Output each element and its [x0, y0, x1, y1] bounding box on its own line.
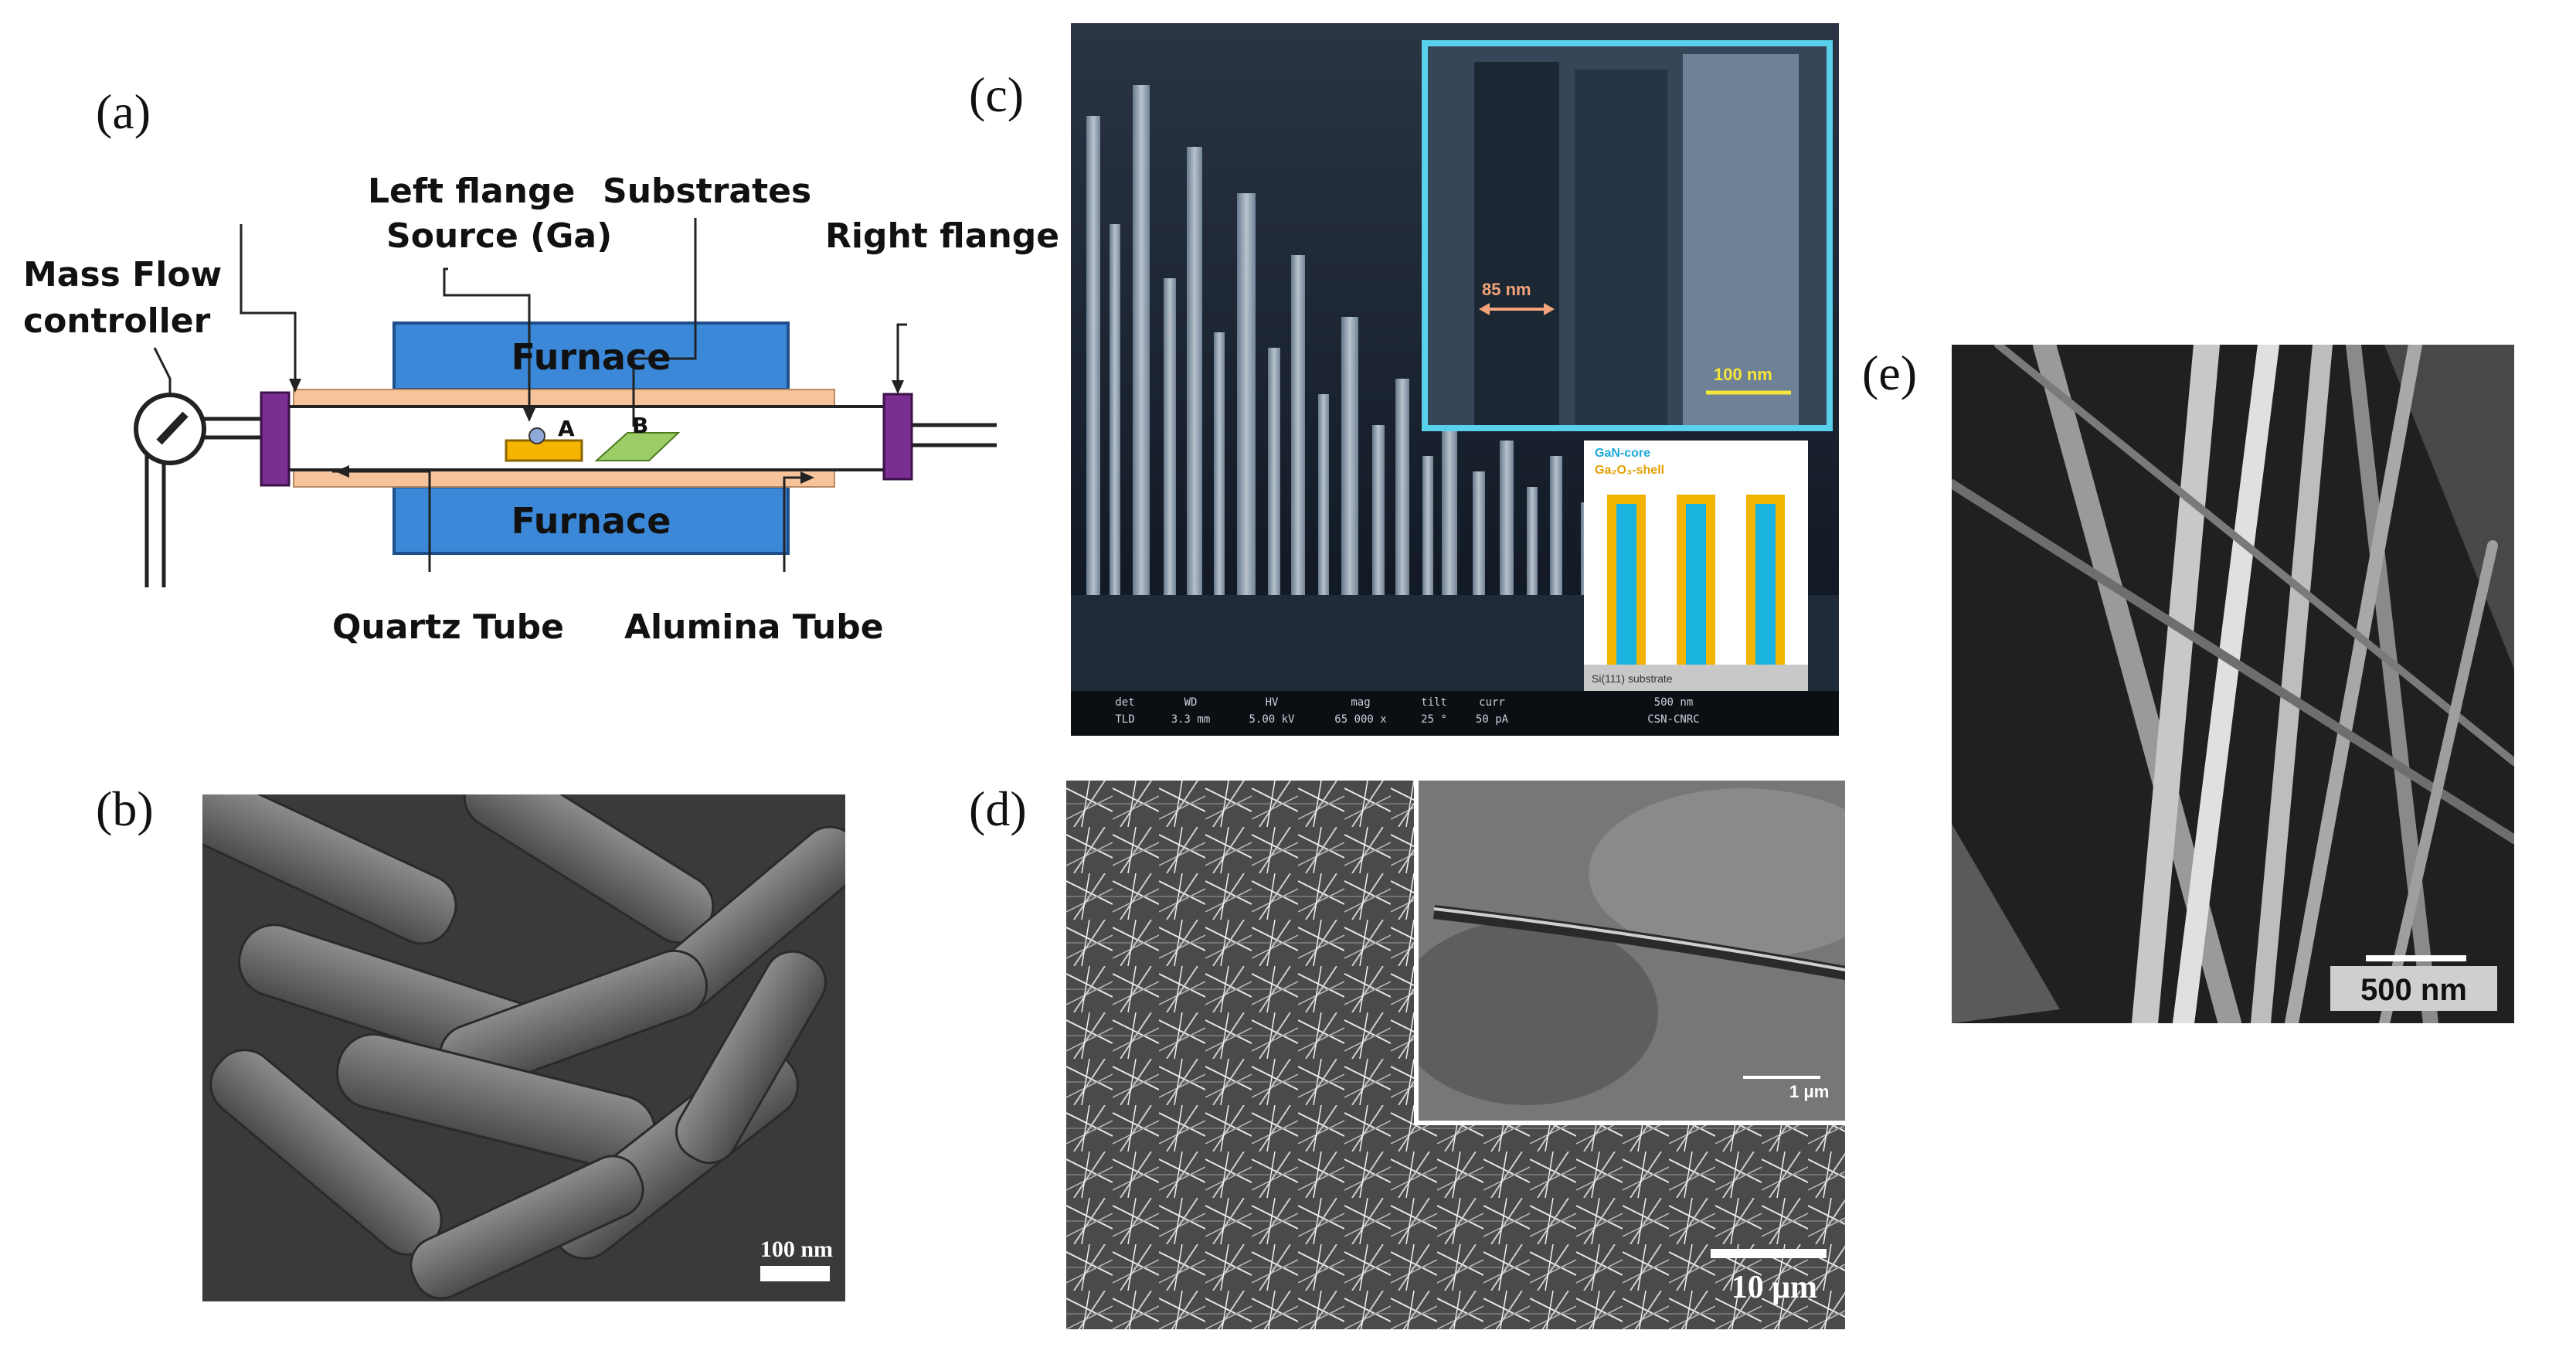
info-header-tilt: tilt	[1421, 696, 1447, 709]
inset-c-tem: 85 nm 100 nm	[1422, 40, 1833, 431]
scalebar-d-label: 10 μm	[1731, 1270, 1817, 1305]
info-value-curr: 50 pA	[1475, 713, 1509, 726]
alumina-tube-label: Alumina Tube	[624, 607, 884, 647]
sem-image-e: 500 nm	[1952, 345, 2514, 1023]
schematic-label-substrate: Si(111) substrate	[1592, 672, 1673, 685]
left-flange	[260, 391, 291, 487]
quartz-tube	[284, 405, 906, 471]
schematic-label-core: GaN-core	[1595, 447, 1651, 460]
inset-d: 1 μm	[1414, 781, 1845, 1125]
ga-droplet	[528, 427, 545, 444]
furnace-bottom-label: Furnace	[511, 500, 671, 542]
source-boat	[505, 439, 583, 462]
inset-c-schematic: GaN-core Ga₂O₃-shell Si(111) substrate	[1584, 441, 1808, 696]
panel-label-d: (d)	[969, 781, 1027, 836]
info-org: CSN-CNRC	[1647, 713, 1700, 726]
info-value-hv: 5.00 kV	[1249, 713, 1295, 726]
controller-label: controller	[23, 301, 211, 341]
scalebar-b-label: 100 nm	[760, 1237, 833, 1262]
right-flange-label: Right flange	[825, 216, 1059, 256]
furnace-top-label: Furnace	[511, 336, 671, 378]
inset-c-scalebar-label: 100 nm	[1714, 365, 1772, 384]
long-nanowires-texture	[1952, 345, 2514, 1023]
nanorods-texture	[202, 794, 845, 1301]
substrate	[594, 432, 681, 461]
panel-label-e: (e)	[1862, 345, 1918, 400]
mass-flow-label: Mass Flow	[23, 255, 222, 294]
substrates-label: Substrates	[603, 172, 811, 211]
left-flange-label: Left flange	[368, 172, 575, 211]
source-label: Source (Ga)	[386, 216, 612, 256]
panel-label-b: (b)	[96, 781, 154, 836]
scalebar-e-box	[2330, 966, 2497, 1011]
info-header-hv: HV	[1265, 696, 1279, 709]
scalebar-e	[2366, 955, 2466, 961]
info-value-mag: 65 000 x	[1334, 713, 1387, 726]
marker-b: B	[632, 413, 648, 438]
scalebar-b	[760, 1266, 830, 1281]
sem-image-c: 85 nm 100 nm GaN-core Ga₂O₃-shell Si(111…	[1071, 23, 1839, 736]
panel-label-a: (a)	[96, 84, 151, 139]
info-header-mag: mag	[1351, 696, 1371, 709]
scalebar-d	[1711, 1249, 1827, 1258]
schematic-label-shell: Ga₂O₃-shell	[1595, 464, 1665, 477]
info-value-tilt: 25 °	[1421, 713, 1447, 726]
info-header-wd: WD	[1184, 696, 1198, 709]
info-scale: 500 nm	[1653, 696, 1694, 709]
gauge-icon	[134, 393, 206, 465]
panel-label-c: (c)	[969, 67, 1025, 122]
info-header-curr: curr	[1479, 696, 1505, 709]
info-value-det: TLD	[1115, 713, 1135, 726]
cvd-furnace-diagram: Left flange Substrates Source (Ga) Right…	[23, 172, 1059, 647]
alumina-tube-top	[293, 389, 835, 407]
furnace-top	[393, 321, 790, 391]
info-value-wd: 3.3 mm	[1171, 713, 1211, 726]
marker-a: A	[558, 416, 575, 441]
right-flange	[882, 393, 913, 481]
info-header-det: det	[1115, 696, 1135, 709]
sem-image-d: 1 μm 10 μm	[1066, 781, 1845, 1329]
inset-d-scalebar-label: 1 μm	[1789, 1082, 1830, 1101]
sem-image-b: 100 nm	[202, 794, 845, 1301]
quartz-tube-label: Quartz Tube	[332, 607, 564, 647]
inset-c-dimension: 85 nm	[1482, 280, 1531, 299]
scalebar-e-label: 500 nm	[2360, 973, 2467, 1007]
